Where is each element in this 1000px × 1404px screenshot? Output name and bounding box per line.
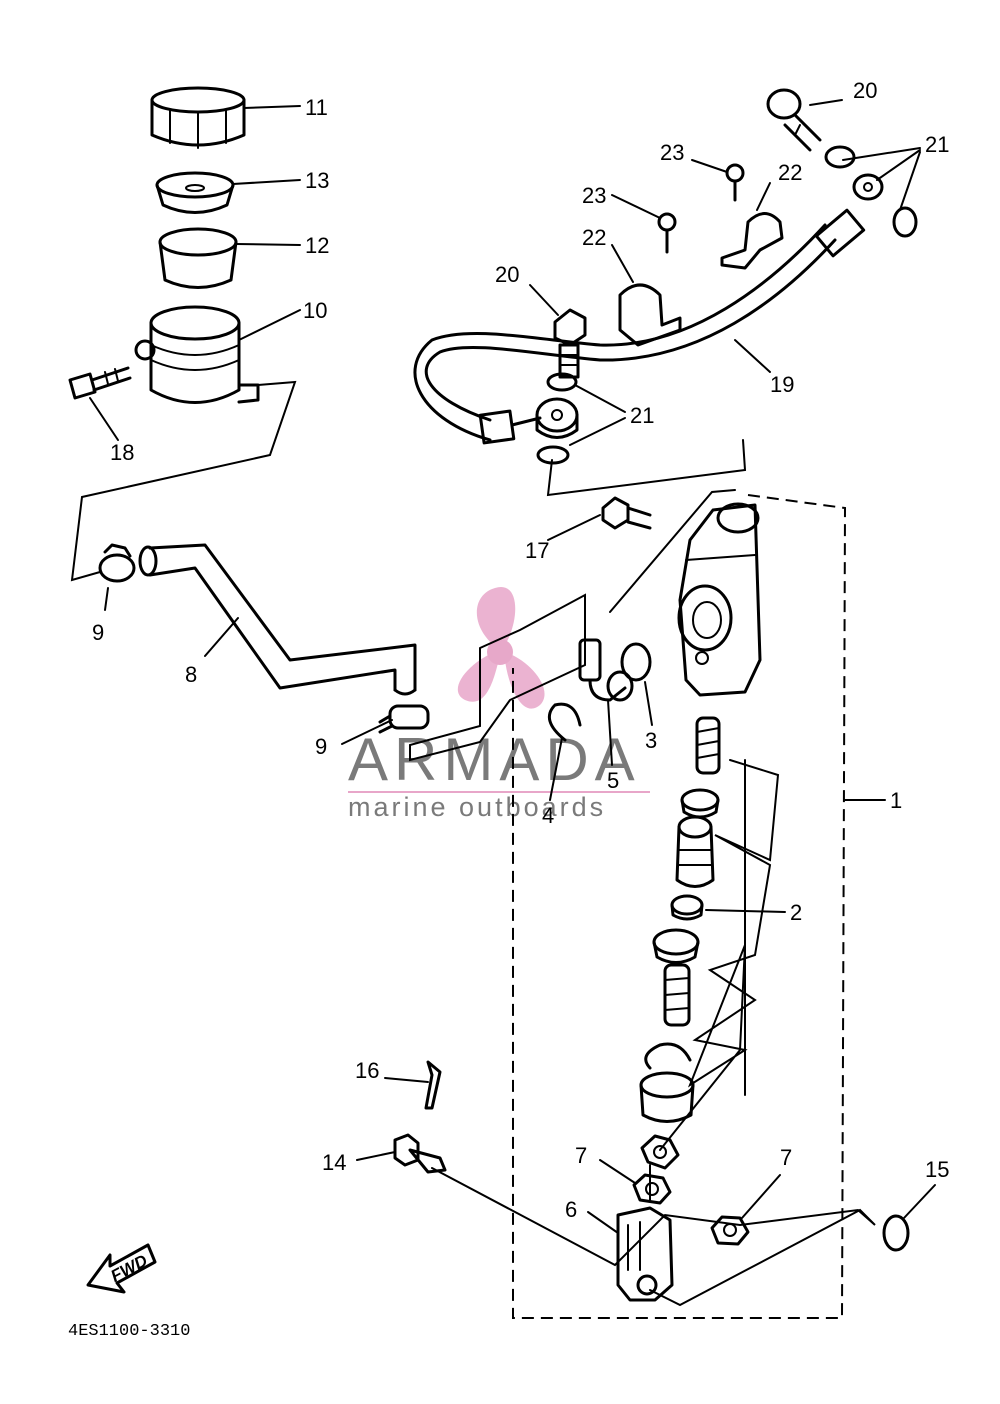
callout-7-right: 7 [780, 1145, 792, 1170]
hose-union-lower [535, 397, 579, 439]
o-ring [620, 642, 652, 682]
reservoir-hose [138, 543, 417, 696]
ref-line-reservoir [70, 380, 297, 582]
master-cylinder-body [677, 502, 762, 697]
kit-boundary [512, 494, 847, 1319]
callout-19: 19 [770, 372, 794, 397]
clevis-pin [393, 1133, 447, 1174]
leader-lines [89, 99, 936, 1234]
callout-22-upper: 22 [778, 160, 802, 185]
lock-nut [640, 1134, 680, 1170]
fwd-arrow-icon: FWD [86, 1243, 157, 1294]
callout-23-lower: 23 [582, 183, 606, 208]
callout-8: 8 [185, 662, 197, 687]
cylinder-bolt [601, 496, 652, 530]
propeller-logo-icon [457, 586, 545, 709]
circlip-small [547, 702, 582, 742]
washer-15 [882, 1214, 910, 1252]
callout-2: 2 [790, 900, 802, 925]
union-bolt-upper [766, 88, 822, 152]
callout-10: 10 [303, 298, 327, 323]
push-rod [652, 928, 700, 1027]
clevis [616, 1206, 674, 1302]
callout-17: 17 [525, 538, 549, 563]
callout-20-lower: 20 [495, 262, 519, 287]
circlip-large [644, 1042, 692, 1070]
callout-3: 3 [645, 728, 657, 753]
ref-line-hose-joint [609, 489, 736, 613]
boot [639, 1071, 695, 1123]
watermark-title: ARMADA [348, 726, 641, 793]
callout-4: 4 [542, 803, 554, 828]
reservoir-tank [134, 305, 260, 404]
watermark-subtitle: marine outboards [348, 792, 606, 822]
reservoir-diaphragm-plate [155, 171, 235, 214]
hose-clamp-lower [378, 704, 430, 734]
piston-spring [695, 716, 721, 775]
copper-washers [536, 145, 918, 465]
callout-11: 11 [305, 95, 328, 120]
callout-7-left: 7 [575, 1143, 587, 1168]
callout-1: 1 [890, 788, 902, 813]
callout-13: 13 [305, 168, 329, 193]
callout-22-lower: 22 [582, 225, 606, 250]
callout-12: 12 [305, 233, 329, 258]
callout-6: 6 [565, 1197, 577, 1222]
piston-cup-primary [680, 788, 720, 819]
reservoir-cap [150, 86, 246, 149]
piston [675, 815, 715, 888]
callout-20-upper: 20 [853, 78, 877, 103]
callout-18: 18 [110, 440, 134, 465]
ref-line-cylinder [409, 593, 586, 762]
callout-15: 15 [925, 1157, 949, 1182]
callout-5: 5 [607, 768, 619, 793]
tank-bolt [68, 366, 132, 400]
ref-line-clevis [431, 1167, 876, 1307]
clevis-nut-upper [632, 1173, 672, 1205]
ref-line-piston-kit [659, 759, 780, 1151]
hose-clamp-upper [98, 543, 136, 583]
reservoir-diaphragm [158, 227, 238, 289]
diagram-code: 4ES1100-3310 [68, 1322, 190, 1341]
guide-screws [657, 163, 745, 254]
callouts: 11 13 12 10 18 20 21 23 22 23 22 20 19 2… [92, 78, 949, 1222]
callout-9-upper: 9 [92, 620, 104, 645]
hose-joint [578, 638, 634, 702]
brake-hose [413, 208, 866, 445]
callout-23-upper: 23 [660, 140, 684, 165]
callout-16: 16 [355, 1058, 379, 1083]
piston-cup-secondary [670, 894, 704, 921]
hose-guide-upper [720, 212, 784, 270]
ref-line-hose [546, 439, 747, 497]
callout-21-upper: 21 [925, 132, 949, 157]
cotter-pin [424, 1060, 442, 1110]
union-bolt-lower [553, 308, 587, 379]
callout-9-lower: 9 [315, 734, 327, 759]
hose-union-upper [852, 173, 884, 201]
watermark: ARMADA marine outboards [348, 586, 650, 822]
hose-guide-lower [618, 283, 682, 347]
callout-14: 14 [322, 1150, 346, 1175]
callout-21-lower: 21 [630, 403, 654, 428]
